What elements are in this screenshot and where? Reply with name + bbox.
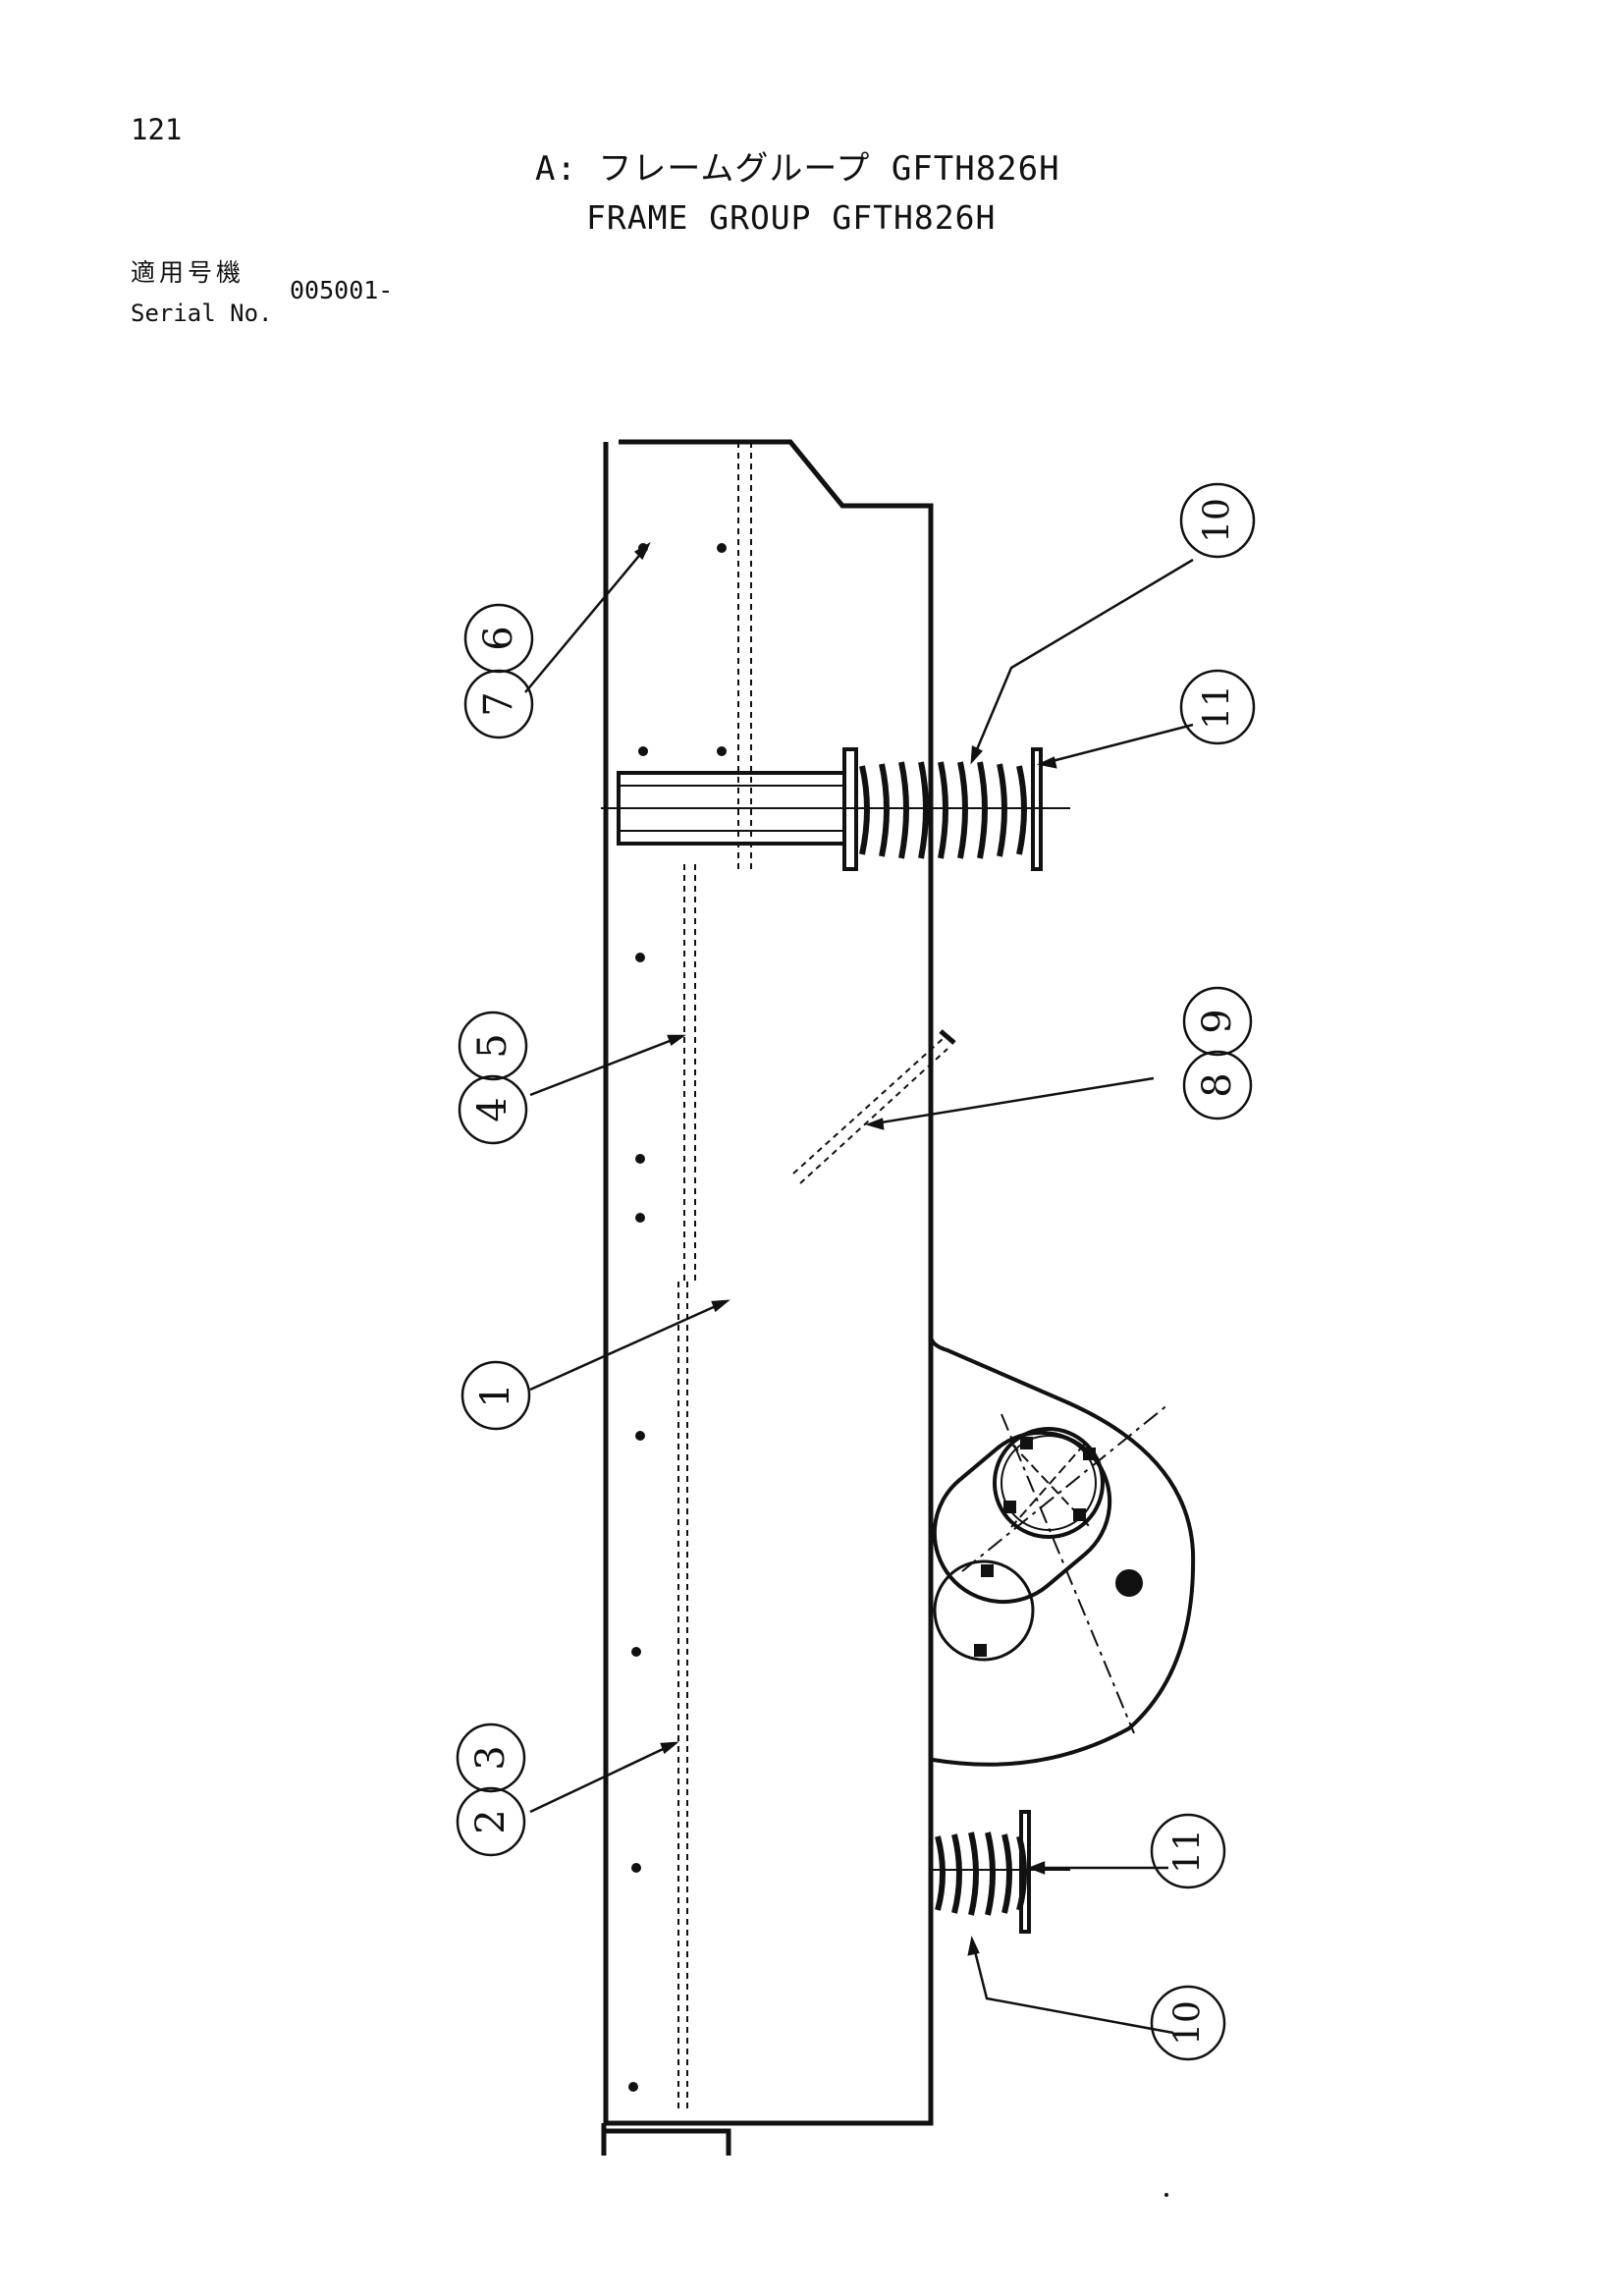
serial-label-english: Serial No. [131,300,273,327]
frame-body [601,439,934,2156]
callout-10-top: 10 [1198,498,1238,543]
callout-1: 1 [473,1383,518,1407]
callout-11-top: 11 [1198,684,1238,730]
axle-bracket [929,1335,1196,1767]
page-number: 121 [131,113,183,146]
callout-balloons [456,482,1256,2061]
top-spring-assembly [601,747,1070,871]
leader-lines [524,541,1194,2035]
page-title-english: FRAME GROUP GFTH826H [586,198,997,237]
axle-bolt-marks [974,1437,1096,1657]
page-title-japanese: A: フレームグループ GFTH826H [535,149,1060,189]
serial-number-value: 005001- [290,276,394,304]
callout-5: 5 [470,1033,515,1058]
callout-4: 4 [470,1097,515,1121]
callout-8: 8 [1195,1072,1240,1097]
callout-9: 9 [1195,1009,1240,1033]
callout-10-bottom: 10 [1168,2000,1209,2046]
hidden-lines [677,442,948,2111]
callout-6: 6 [476,626,521,650]
stray-mark [1164,2193,1168,2197]
callout-11-bottom: 11 [1168,1829,1209,1874]
bottom-spring-assembly [931,1810,1070,1934]
callout-7: 7 [476,691,521,716]
callout-3: 3 [468,1745,514,1770]
callout-2: 2 [468,1809,514,1833]
bracket-tab [939,1029,956,1045]
serial-label-japanese: 適用号機 [131,258,245,287]
